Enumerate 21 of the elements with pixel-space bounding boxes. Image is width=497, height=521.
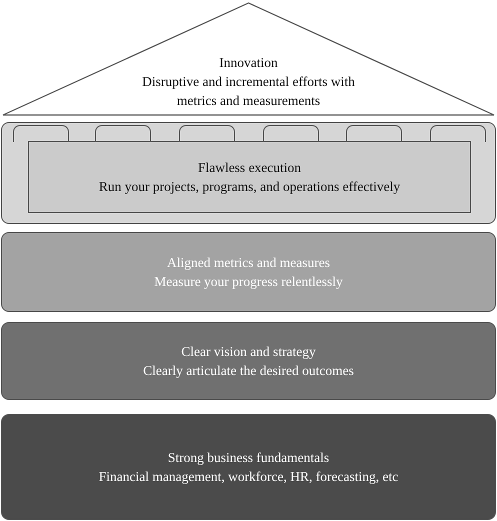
tab-block (95, 125, 151, 142)
layer-title: Aligned metrics and measures (166, 254, 332, 272)
layer-description: Run your projects, programs, and operations effectively (98, 178, 402, 196)
layer-title: Strong business fundamentals (166, 449, 330, 467)
layer-description: Clearly articulate the desired outcomes (142, 362, 355, 380)
layer-description: Financial management, workforce, HR, forecasting, etc (98, 468, 400, 486)
inner-box (28, 141, 471, 213)
layer-title: Flawless execution (196, 159, 302, 177)
layer-band (1, 322, 496, 400)
layer-band (1, 232, 496, 312)
layer-description: Disruptive and incremental efforts with metrics and measurements (141, 73, 356, 110)
tab-block (346, 125, 402, 142)
tab-block (13, 125, 69, 142)
layer-title: Innovation (218, 54, 279, 72)
tab-block (263, 125, 319, 142)
layer-band (1, 414, 496, 520)
layer-band (1, 122, 496, 224)
tab-block (179, 125, 235, 142)
layer-title: Clear vision and strategy (180, 343, 317, 361)
layer-description: Measure your progress relentlessly (153, 273, 344, 291)
tab-block (430, 125, 486, 142)
